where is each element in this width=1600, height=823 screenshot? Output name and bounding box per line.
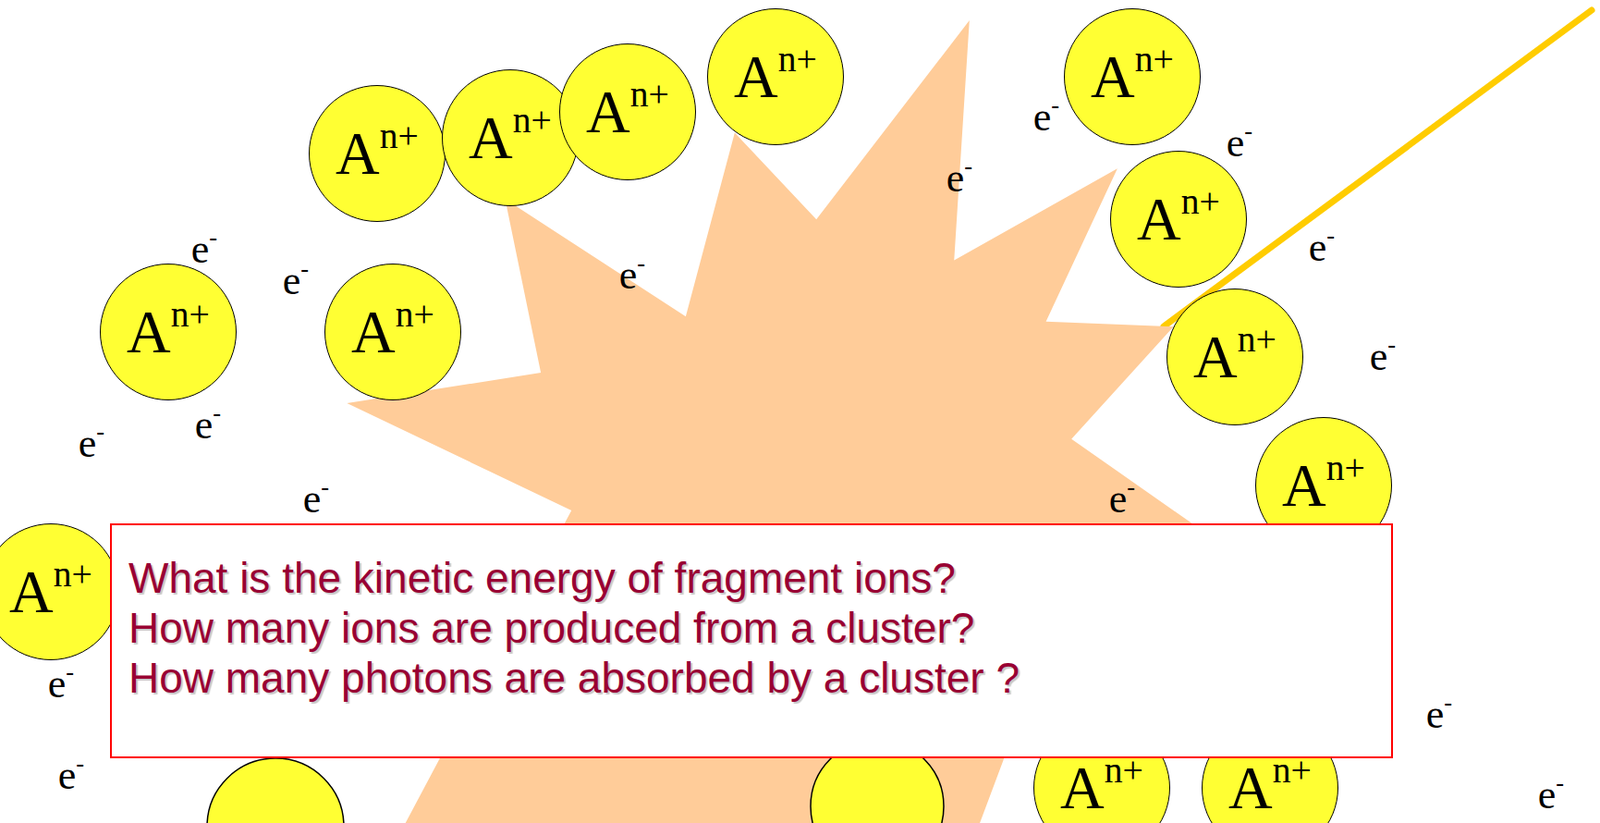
ion-circle: An+	[308, 85, 446, 222]
question-box: What is the kinetic energy of fragment i…	[109, 523, 1393, 758]
ion-label: An+	[351, 298, 435, 367]
ion-label: An+	[1228, 754, 1312, 822]
ion-label: An+	[733, 43, 818, 111]
ion-label: An+	[1090, 43, 1174, 111]
laser-beam	[1163, 10, 1592, 327]
electron-label: e-	[1033, 95, 1060, 140]
ion-circle: An+	[0, 523, 120, 660]
ion-label: An+	[9, 558, 93, 626]
ion-label: An+	[586, 78, 670, 147]
ion-label: An+	[1193, 323, 1277, 391]
ion-circle: An+	[707, 8, 844, 146]
ion-circle: An+	[1063, 8, 1201, 146]
electron-label: e-	[195, 403, 221, 448]
ion-circle: An+	[1166, 288, 1304, 426]
electron-label: e-	[946, 156, 973, 201]
ion-circle: An+	[1110, 150, 1247, 288]
ion-label: An+	[1282, 451, 1366, 520]
electron-label: e-	[48, 661, 74, 707]
electron-label: e-	[58, 753, 85, 798]
ion-label: An+	[468, 104, 552, 172]
electron-label: e-	[619, 253, 646, 298]
question-text: What is the kinetic energy of fragment i…	[128, 552, 1375, 603]
electron-label: e-	[1109, 476, 1136, 522]
ion-circle: An+	[324, 263, 462, 401]
ion-label: An+	[126, 298, 210, 367]
electron-label: e-	[1308, 225, 1335, 270]
question-text: How many photons are absorbed by a clust…	[128, 652, 1375, 703]
electron-label: e-	[282, 258, 309, 304]
electron-label: e-	[191, 227, 218, 272]
electron-label: e-	[1538, 772, 1564, 818]
electron-label: e-	[78, 421, 105, 466]
electron-label: e-	[303, 476, 330, 522]
ion-circle: An+	[559, 43, 697, 181]
ion-circle: An+	[99, 263, 237, 401]
ion-label: An+	[1060, 754, 1144, 822]
ion-circle: An+	[441, 69, 579, 207]
question-text: How many ions are produced from a cluste…	[128, 602, 1375, 653]
ion-circle-decor	[207, 757, 344, 823]
electron-label: e-	[1426, 692, 1453, 737]
electron-label: e-	[1226, 121, 1253, 166]
ion-label: An+	[1136, 185, 1221, 254]
electron-label: e-	[1369, 334, 1396, 379]
ion-label: An+	[335, 120, 419, 188]
